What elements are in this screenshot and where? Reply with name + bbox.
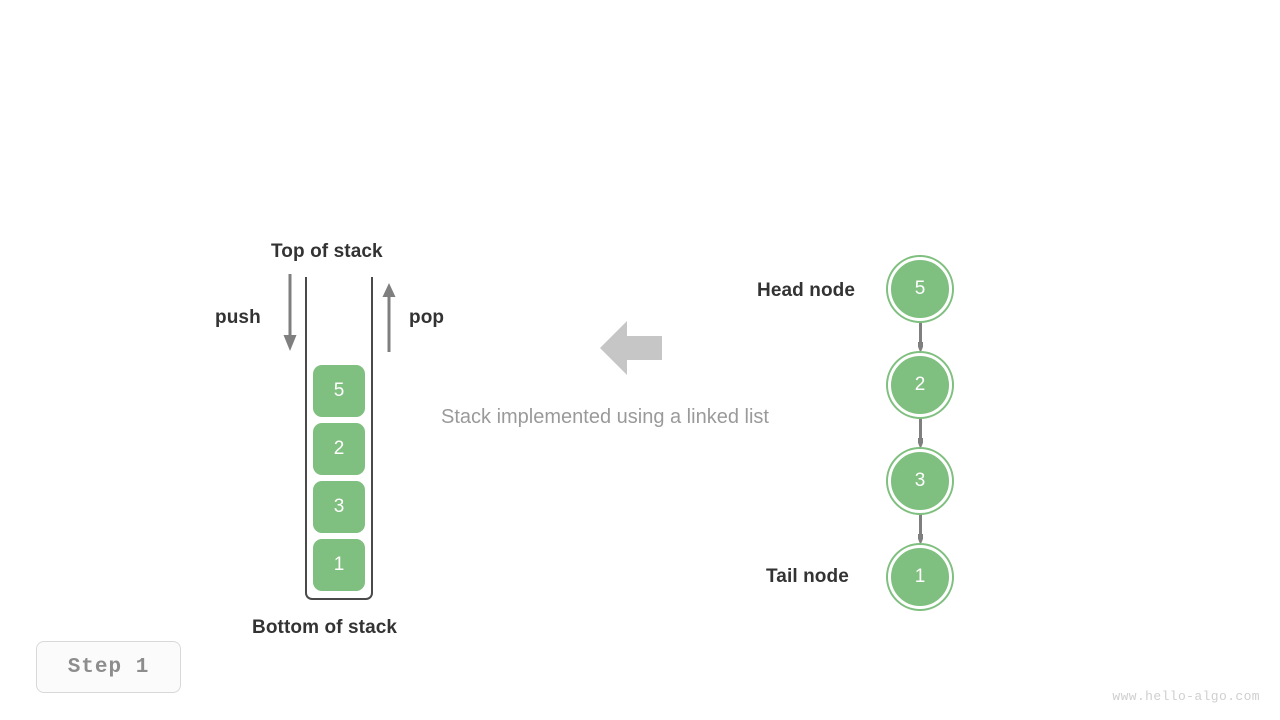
linked-list-node: 5 [888, 257, 952, 321]
stack-top-label: Top of stack [271, 241, 383, 262]
diagram-caption: Stack implemented using a linked list [441, 406, 769, 428]
arrow-down-icon [918, 321, 923, 353]
push-label: push [215, 307, 261, 328]
stack-block: 1 [313, 539, 365, 591]
arrow-up-icon [382, 283, 396, 352]
pop-label: pop [409, 307, 445, 328]
stack-block: 3 [313, 481, 365, 533]
stack-block: 2 [313, 423, 365, 475]
linked-list-tail-label: Tail node [766, 566, 849, 587]
stack-block-list: 5 2 3 1 [309, 365, 369, 591]
stack-bottom-label: Bottom of stack [252, 617, 398, 638]
stack-container [305, 277, 373, 600]
linked-list-head-label: Head node [757, 280, 856, 301]
arrow-down-icon [918, 417, 923, 449]
stack-block: 5 [313, 365, 365, 417]
arrow-down-icon [918, 513, 923, 545]
step-badge: Step 1 [36, 641, 181, 693]
linked-list-node: 2 [888, 353, 952, 417]
arrow-down-icon [283, 274, 297, 351]
watermark: www.hello-algo.com [1112, 689, 1260, 704]
arrow-left-icon [600, 321, 662, 375]
linked-list-node: 3 [888, 449, 952, 513]
linked-list-node: 1 [888, 545, 952, 609]
